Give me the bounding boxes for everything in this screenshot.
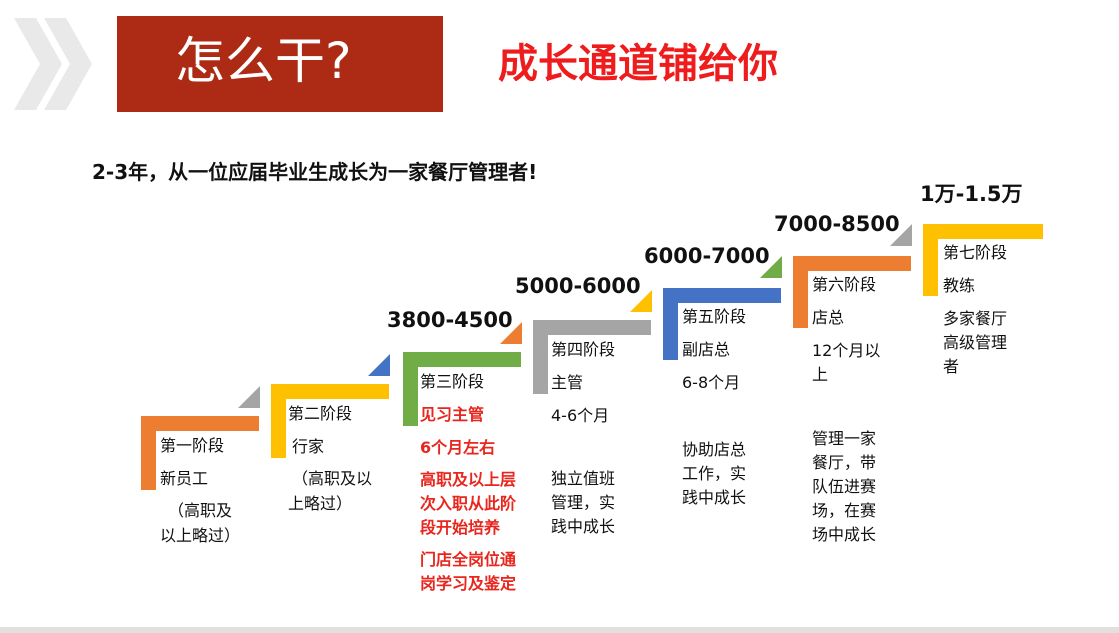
stage-3-name: 第三阶段 (420, 372, 485, 391)
footer-divider (0, 627, 1119, 633)
stage-2-line: 上略过） (288, 494, 353, 513)
stage-6-arrow-icon (890, 224, 912, 246)
stage-1-name: 第一阶段 (160, 436, 225, 455)
stage-3-step-side (403, 352, 418, 426)
stage-4-line: 管理，实 (551, 493, 616, 512)
stage-7-step-top (923, 224, 1043, 239)
stage-5-duration: 6-8个月 (682, 373, 741, 392)
stage-5-step-top (663, 288, 781, 303)
stage-2-step-side (271, 384, 286, 458)
stage-7-step-side (923, 224, 938, 296)
stage-6-line: 队伍进赛 (812, 477, 877, 496)
stage-2-role: 行家 (292, 437, 325, 456)
stage-3-step-top (403, 352, 521, 367)
headline: 成长通道铺给你 (498, 41, 778, 87)
stage-6-line: 场，在赛 (812, 501, 877, 520)
stage-2-step-top (271, 384, 389, 399)
stage-7-line: 多家餐厅 (943, 309, 1008, 328)
stage-7-name: 第七阶段 (943, 243, 1008, 262)
stage-2-arrow-icon (368, 354, 390, 376)
stage-3-line: 段开始培养 (420, 518, 501, 537)
stage-6-line: 场中成长 (812, 525, 877, 544)
stage-1-line: 以上略过） (160, 526, 241, 545)
stage-3-line: 门店全岗位通 (420, 550, 517, 569)
stage-6-step-top (793, 256, 911, 271)
stage-6-step-side (793, 256, 808, 328)
subtitle: 2-3年，从一位应届毕业生成长为一家餐厅管理者! (92, 160, 538, 184)
stage-7-line: 者 (943, 357, 960, 376)
stage-4-step-side (533, 320, 548, 394)
stage-3-line: 高职及以上层 (420, 470, 517, 489)
stage-5-line: 协助店总 (682, 440, 747, 459)
stage-3-duration: 6个月左右 (420, 438, 496, 457)
title-box: 怎么干? (117, 16, 443, 112)
stage-3-arrow-icon (500, 322, 522, 344)
stage-6-line: 管理一家 (812, 429, 877, 448)
stage-1-step-side (141, 416, 156, 490)
stage-1-role: 新员工 (160, 469, 209, 488)
stage-4-step-top (533, 320, 651, 335)
stage-5-role: 副店总 (682, 340, 731, 359)
stage-6-line: 餐厅，带 (812, 453, 877, 472)
stage-5-salary: 6000-7000 (644, 244, 770, 268)
stage-1-arrow-icon (238, 386, 260, 408)
page-title: 怎么干? (175, 32, 352, 90)
stage-2-line: （高职及以 (292, 469, 373, 488)
stage-4-line: 践中成长 (551, 517, 616, 536)
stage-6-name: 第六阶段 (812, 275, 877, 294)
stage-3-line: 岗学习及鉴定 (420, 574, 517, 593)
stage-5-line: 践中成长 (682, 488, 747, 507)
stage-6-duration-cont: 上 (812, 365, 829, 384)
stage-4-duration: 4-6个月 (551, 406, 610, 425)
stage-6-duration: 12个月以 (812, 341, 881, 360)
stage-4-role: 主管 (551, 373, 584, 392)
stage-5-arrow-icon (760, 256, 782, 278)
chevron-decoration-icon (14, 18, 92, 110)
stage-3-line: 次入职从此阶 (420, 494, 517, 513)
stage-6-salary: 7000-8500 (774, 212, 900, 236)
stage-6-role: 店总 (812, 308, 845, 327)
stage-7-salary: 1万-1.5万 (920, 182, 1023, 206)
stage-2-name: 第二阶段 (288, 404, 353, 423)
stage-5-step-side (663, 288, 678, 360)
stage-5-name: 第五阶段 (682, 307, 747, 326)
stage-4-name: 第四阶段 (551, 340, 616, 359)
stage-1-step-top (141, 416, 259, 431)
stage-3-role: 见习主管 (420, 405, 485, 424)
stage-3-salary: 3800-4500 (387, 308, 513, 332)
stage-7-role: 教练 (943, 276, 976, 295)
stage-4-line: 独立值班 (551, 469, 616, 488)
stage-1-line: （高职及 (168, 501, 233, 520)
stage-5-line: 工作，实 (682, 464, 747, 483)
stage-4-salary: 5000-6000 (515, 274, 641, 298)
stage-7-line: 高级管理 (943, 333, 1008, 352)
stage-4-arrow-icon (630, 290, 652, 312)
